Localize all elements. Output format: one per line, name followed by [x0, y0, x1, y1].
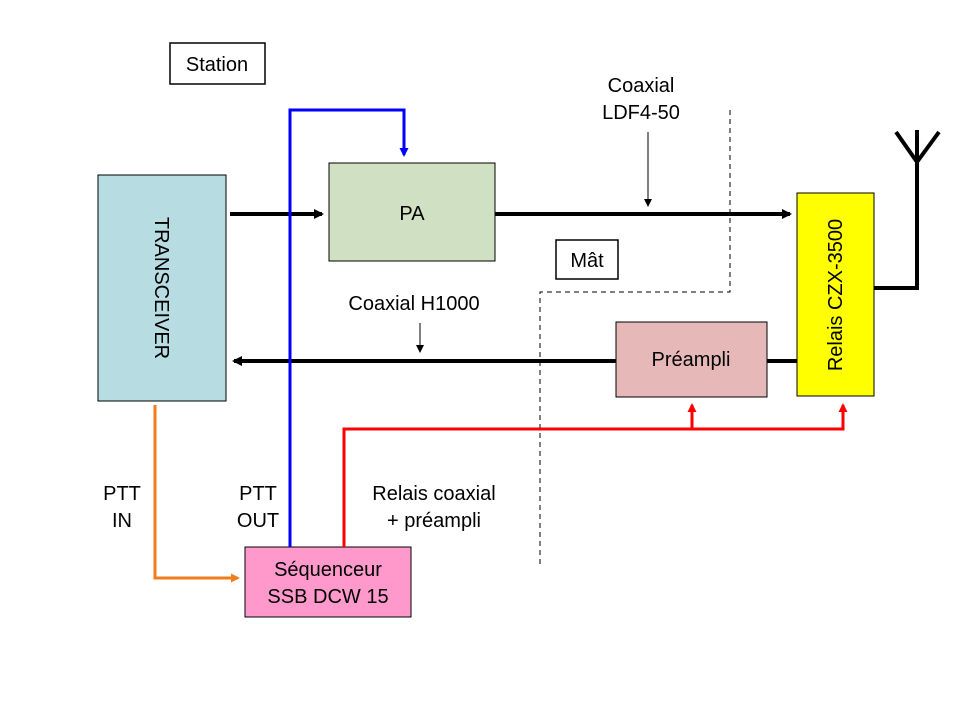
preampli-label: Préampli — [652, 349, 731, 371]
ptt-in-line — [153, 405, 240, 583]
relais-block — [796, 192, 875, 397]
pa-label: PA — [399, 203, 425, 225]
relais-coax-label-line1: Relais coaxial — [372, 483, 495, 505]
mat-label-box — [555, 239, 619, 280]
pa-block — [328, 162, 496, 262]
sequenceur-label-line2: SSB DCW 15 — [267, 586, 388, 608]
preampli-block — [615, 321, 768, 398]
control-line-main — [342, 403, 848, 547]
relais-coax-label-line2: + préampli — [387, 510, 481, 532]
ptt-out-label-line1: PTT — [239, 483, 277, 505]
transceiver-label: TRANSCEIVER — [150, 217, 172, 359]
ptt-out-line — [288, 108, 409, 547]
station-label: Station — [186, 54, 248, 76]
sequenceur-label-line1: Séquenceur — [274, 559, 382, 581]
ptt-in-label-line2: IN — [112, 510, 132, 532]
sequenceur-block — [244, 546, 412, 618]
transceiver-block — [97, 174, 227, 402]
coaxial-ldf-label-line1: Coaxial — [608, 75, 675, 97]
antenna-icon — [874, 130, 941, 290]
station-label-box — [169, 42, 266, 85]
ptt-in-label-line1: PTT — [103, 483, 141, 505]
coaxial-h1000-label: Coaxial H1000 — [348, 293, 479, 315]
ptt-out-label-line2: OUT — [237, 510, 279, 532]
mat-label: Mât — [570, 250, 604, 272]
coaxial-ldf-label-line2: LDF4-50 — [602, 102, 680, 124]
relais-label: Relais CZX-3500 — [825, 219, 847, 371]
